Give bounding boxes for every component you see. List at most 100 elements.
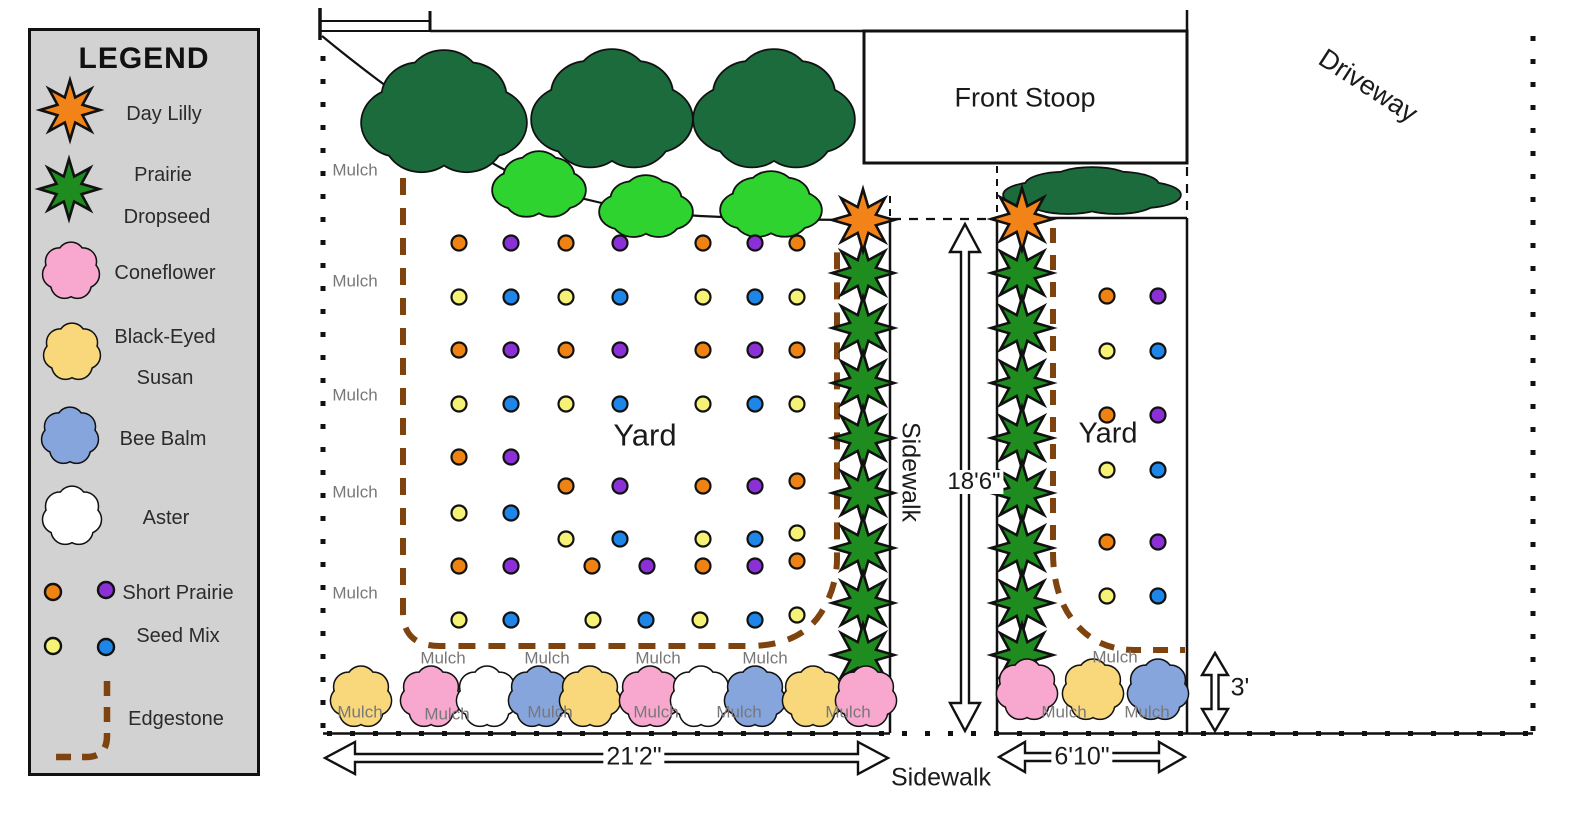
- seed-dot-p: [611, 477, 629, 495]
- flower-coneflower: [834, 665, 898, 728]
- seed-dot-p: [1149, 533, 1167, 551]
- flower-bee-balm: [1126, 658, 1190, 721]
- seed-dot-b: [637, 611, 655, 629]
- seed-dot-y: [450, 395, 468, 413]
- legend-label-bee-balm: Bee Balm: [119, 428, 207, 450]
- tree-canopy: [530, 48, 694, 169]
- seed-dot-p: [611, 234, 629, 252]
- mulch-label: Mulch: [1041, 702, 1087, 722]
- seed-dot-p: [502, 234, 520, 252]
- legend-seed-dot-p: [96, 580, 116, 600]
- seed-dot-y: [694, 395, 712, 413]
- tree-canopy: [692, 48, 856, 169]
- flower-bee-balm: [507, 665, 571, 728]
- edgestone-main-bed: [400, 148, 840, 649]
- legend-panel: [28, 28, 260, 776]
- flower-bee-balm: [723, 665, 787, 728]
- legend-label-short-prairie: Short Prairie: [122, 582, 234, 604]
- flower-black-eyed-susan: [329, 665, 393, 728]
- mulch-label: Mulch: [1092, 647, 1138, 667]
- seed-dot-y: [584, 611, 602, 629]
- seed-dot-b: [502, 288, 520, 306]
- legend-aster-flower: [41, 485, 103, 546]
- mulch-label: Mulch: [332, 583, 378, 603]
- sidewalk-bottom-label: Sidewalk: [890, 763, 992, 792]
- seed-dot-p: [502, 557, 520, 575]
- legend-seed-dot-b: [96, 637, 116, 657]
- legend-day-lilly-star: [35, 75, 105, 145]
- seed-dot-o: [450, 448, 468, 466]
- seed-dot-o: [1098, 287, 1116, 305]
- mulch-label: Mulch: [1124, 702, 1170, 722]
- flower-black-eyed-susan: [558, 665, 622, 728]
- seed-dot-y: [691, 611, 709, 629]
- seed-dot-b: [1149, 587, 1167, 605]
- mulch-label: Mulch: [524, 648, 570, 668]
- seed-dot-y: [1098, 461, 1116, 479]
- arrow-driveway-bed-width: [1199, 650, 1231, 734]
- seed-dot-b: [502, 504, 520, 522]
- seed-dot-y: [694, 530, 712, 548]
- flower-black-eyed-susan: [1061, 658, 1125, 721]
- seed-dot-o: [450, 341, 468, 359]
- seed-dot-p: [611, 341, 629, 359]
- seed-dot-p: [746, 234, 764, 252]
- dimension-right-bed-width: 6'10": [1051, 744, 1113, 770]
- legend-label-susan: Susan: [136, 367, 194, 389]
- seed-dot-o: [450, 557, 468, 575]
- legend-label-coneflower: Coneflower: [114, 262, 216, 284]
- flower-coneflower: [995, 658, 1059, 721]
- seed-dot-y: [1098, 342, 1116, 360]
- seed-dot-y: [788, 606, 806, 624]
- front-stoop-label: Front Stoop: [954, 82, 1096, 113]
- legend-label-dropseed: Dropseed: [123, 206, 211, 228]
- legend-seed-dot-o: [43, 582, 63, 602]
- seed-dot-p: [746, 477, 764, 495]
- seed-dot-o: [788, 552, 806, 570]
- legend-label-day-lilly: Day Lilly: [126, 103, 202, 125]
- mulch-label: Mulch: [332, 385, 378, 405]
- mulch-label: Mulch: [420, 648, 466, 668]
- seed-mix-dots-layer: [450, 234, 1167, 629]
- seed-dot-p: [502, 341, 520, 359]
- seed-dot-y: [450, 504, 468, 522]
- legend-symbols: [34, 75, 116, 657]
- seed-dot-p: [746, 341, 764, 359]
- shrub: [719, 170, 823, 238]
- flower-aster: [669, 665, 733, 728]
- front-stoop-outline: [862, 29, 1189, 165]
- seed-dot-b: [1149, 461, 1167, 479]
- hedge-shrub: [1002, 166, 1182, 215]
- shrub: [598, 174, 694, 238]
- seed-dot-o: [694, 341, 712, 359]
- yard-main-label: Yard: [613, 417, 677, 453]
- seed-dot-y: [557, 395, 575, 413]
- mulch-label: Mulch: [527, 702, 573, 722]
- seed-dot-o: [557, 477, 575, 495]
- legend-seed-dot-y: [43, 636, 63, 656]
- mulch-label: Mulch: [825, 702, 871, 722]
- tree-canopy: [360, 49, 528, 174]
- legend-coneflower-flower: [41, 241, 101, 300]
- legend-bee-balm-flower: [40, 406, 100, 465]
- seed-dot-b: [746, 288, 764, 306]
- yard-right-label: Yard: [1078, 417, 1138, 450]
- mulch-label: Mulch: [332, 160, 378, 180]
- legend-label-aster: Aster: [142, 507, 190, 529]
- seed-dot-y: [450, 288, 468, 306]
- hedge-layer: [1002, 166, 1182, 215]
- legend-label-seed-mix: Seed Mix: [136, 625, 220, 647]
- seed-dot-o: [557, 234, 575, 252]
- seed-dot-o: [788, 234, 806, 252]
- seed-dot-b: [746, 395, 764, 413]
- mulch-label: Mulch: [742, 648, 788, 668]
- seed-dot-y: [450, 611, 468, 629]
- seed-dot-o: [694, 557, 712, 575]
- day-lilly-star: [986, 183, 1058, 255]
- prairie-dropseed-columns: [827, 183, 1058, 691]
- seed-dot-y: [694, 288, 712, 306]
- seed-dot-b: [746, 611, 764, 629]
- mulch-label: Mulch: [633, 702, 679, 722]
- seed-dot-o: [1098, 533, 1116, 551]
